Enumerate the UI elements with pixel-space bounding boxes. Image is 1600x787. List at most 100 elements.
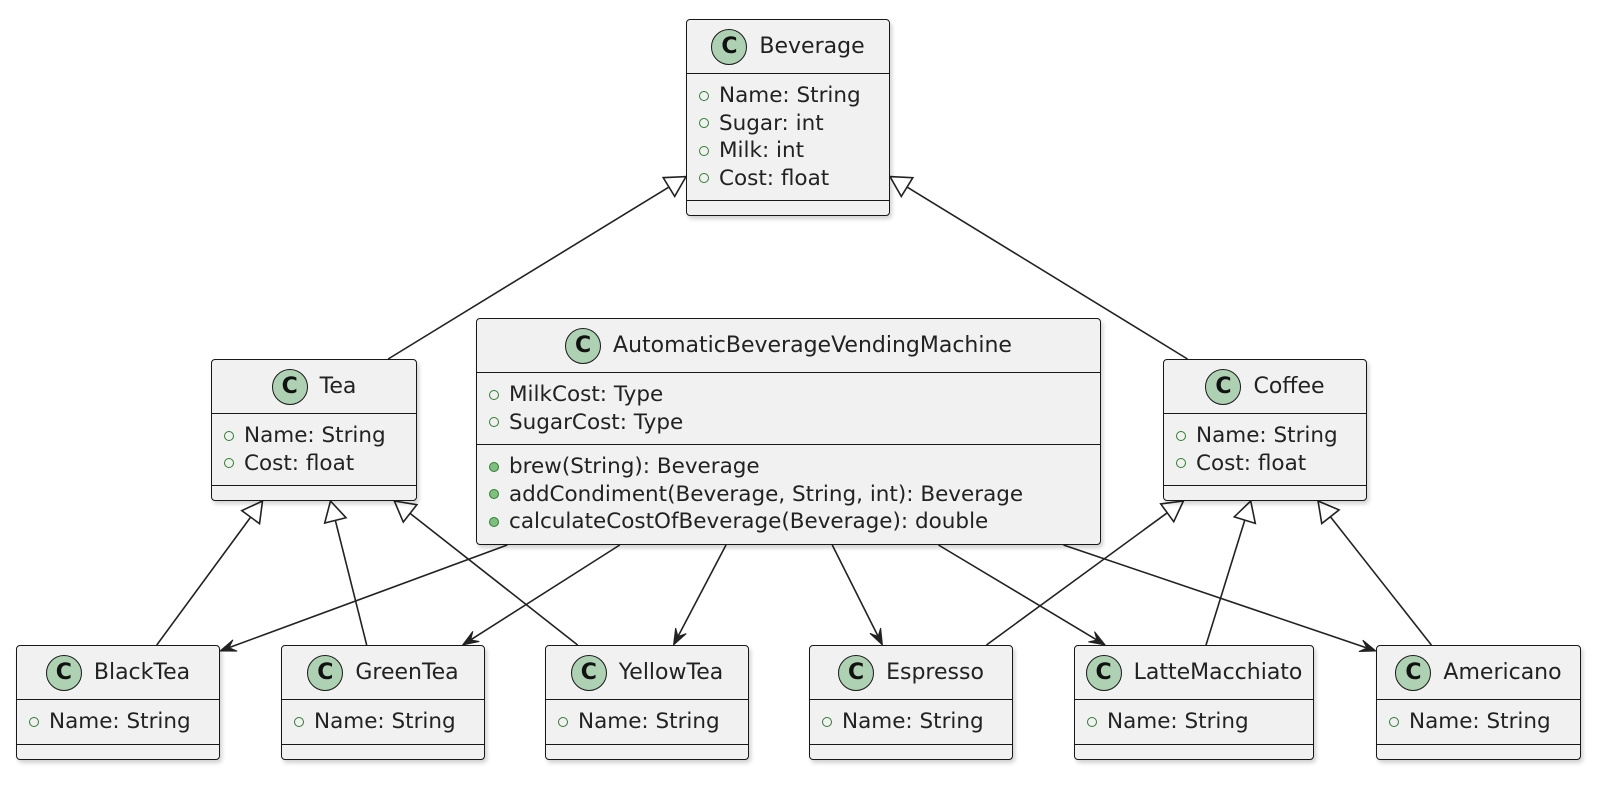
class-stereotype-icon: C [565,327,602,364]
public-field-icon [558,716,568,727]
association-edge-machine-blacktea [218,544,508,652]
inheritance-edge-tea-beverage [387,175,688,360]
methods-section [1164,486,1366,500]
class-name: Beverage [759,34,865,59]
field-text: SugarCost: Type [509,409,684,435]
field-text: Name: String [49,709,191,735]
inheritance-edge-yellowtea-tea [393,499,579,646]
public-field-icon [1087,716,1097,727]
methods-section [1075,745,1313,759]
fields-section: Name: String [17,700,219,745]
edge-line [387,186,670,360]
field-text: Sugar: int [719,110,824,136]
fields-section: Name: String [810,700,1012,745]
field-text: Milk: int [719,138,805,164]
edge-line [156,516,252,646]
class-stereotype-icon: C [1395,654,1432,691]
association-edge-machine-greentea [461,544,621,646]
method-text: calculateCostOfBeverage(Beverage): doubl… [509,509,989,535]
inheritance-arrowhead-icon [1317,499,1341,525]
class-stereotype-icon: C [570,654,607,691]
field-text: Cost: float [719,165,830,191]
public-method-icon [489,516,499,527]
field-row: Sugar: int [699,110,889,138]
class-header: C Espresso [810,646,1012,700]
edge-line [467,544,621,643]
fields-section: Name: String [1075,700,1313,745]
inheritance-edge-coffee-beverage [888,175,1188,360]
public-field-icon [29,716,39,727]
field-row: Name: String [224,422,416,450]
edge-line [938,544,1101,643]
inheritance-edge-americano-coffee [1317,499,1432,646]
inheritance-edge-blacktea-tea [156,499,264,646]
public-field-icon [1176,458,1186,469]
class-name: Espresso [886,660,984,685]
association-arrowhead-icon [218,639,238,652]
association-arrowhead-icon [461,631,480,646]
field-text: MilkCost: Type [509,382,664,408]
class-stereotype-icon: C [271,368,308,405]
field-text: Cost: float [1196,450,1307,476]
field-text: Name: String [1409,709,1551,735]
edge-line [1205,519,1246,646]
field-text: Name: String [1107,709,1249,735]
public-field-icon [489,389,499,400]
class-stereotype-icon: C [838,654,875,691]
field-row: Name: String [294,708,484,736]
methods-section [687,201,889,215]
field-text: Cost: float [244,450,355,476]
class-name: AutomaticBeverageVendingMachine [613,333,1012,358]
public-field-icon [1389,716,1399,727]
edge-line [906,186,1188,360]
inheritance-arrowhead-icon [1232,499,1257,525]
class-stereotype-icon: C [307,654,344,691]
association-arrowhead-icon [672,627,687,647]
fields-section: Name: String [282,700,484,745]
method-row: addCondiment(Beverage, String, int): Bev… [489,481,1100,509]
edge-line [986,512,1168,646]
class-header: C AutomaticBeverageVendingMachine [477,319,1100,373]
field-text: Name: String [842,709,984,735]
field-row: Name: String [822,708,1012,736]
association-edge-machine-americano [1063,544,1378,653]
method-row: brew(String): Beverage [489,453,1100,481]
field-row: SugarCost: Type [489,409,1100,437]
field-row: Name: String [699,82,889,110]
field-text: Name: String [1196,423,1338,449]
public-field-icon [699,145,709,156]
class-stereotype-icon: C [1085,654,1122,691]
public-field-icon [699,173,709,184]
field-row: Milk: int [699,137,889,165]
public-method-icon [489,489,499,500]
method-text: addCondiment(Beverage, String, int): Bev… [509,481,1024,507]
public-field-icon [294,716,304,727]
methods-section [17,745,219,759]
inheritance-arrowhead-icon [1159,500,1185,524]
field-row: Cost: float [699,165,889,193]
edge-line [334,520,368,646]
public-field-icon [822,716,832,727]
field-row: Name: String [1389,708,1580,736]
inheritance-edge-lattemacchiato-coffee [1205,499,1257,646]
inheritance-edge-greentea-tea [323,499,368,646]
